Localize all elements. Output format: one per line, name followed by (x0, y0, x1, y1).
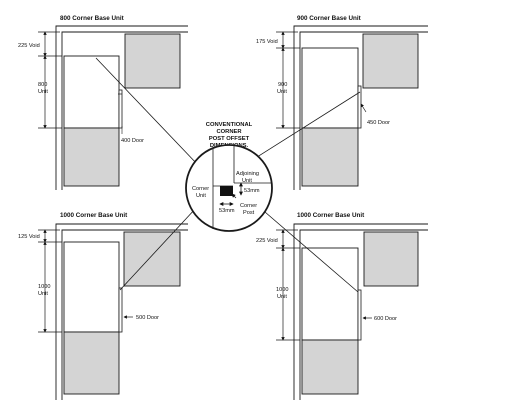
corner-unit-body (63, 55, 120, 129)
door (118, 89, 123, 129)
adjoining-unit (124, 33, 181, 89)
corner-unit-body (301, 247, 359, 341)
dimension-lines (276, 229, 372, 341)
wall-inner (299, 31, 428, 190)
wall-outline (55, 223, 188, 400)
corner-unit-shaded (63, 127, 120, 187)
adjoining-unit (362, 33, 419, 89)
panel-title: 800 Corner Base Unit (60, 15, 125, 22)
door-label: 600 Door (374, 316, 397, 322)
corner-post-label-1: Corner (240, 203, 257, 209)
unit-label-text: Unit (38, 291, 48, 297)
door-label: 450 Door (367, 120, 390, 126)
corner-unit-body (63, 241, 120, 333)
offset-vertical-label: 53mm (244, 188, 260, 194)
connector-lines (95, 57, 361, 293)
unit-label-text: Unit (38, 89, 48, 95)
void-label: 175 Void (256, 39, 278, 45)
wall-inner (61, 31, 188, 190)
corner-unit-body (301, 47, 359, 129)
adjoining-unit-label-2: Unit (242, 178, 252, 184)
panel-900-corner-base-unit: 900 Corner Base Unit 175 Void 900 Unit 4… (256, 15, 428, 190)
wall-outline (293, 223, 428, 400)
void-label: 225 Void (256, 238, 278, 244)
panel-title: 1000 Corner Base Unit (60, 212, 128, 219)
detail-heading-line-1: CONVENTIONAL (206, 122, 253, 128)
corner-unit-shaded (63, 331, 120, 395)
wall-outline (55, 25, 188, 190)
adjoining-unit (363, 231, 419, 287)
corner-post-offset-detail: CONVENTIONAL CORNER POST OFFSET DIMENSIO… (185, 122, 273, 232)
door-label: 400 Door (121, 138, 144, 144)
dimension-lines (38, 31, 122, 129)
corner-unit-shaded (301, 127, 359, 187)
corner-post-label-2: Post (243, 210, 255, 216)
wall-outline (293, 25, 428, 190)
panel-title: 1000 Corner Base Unit (297, 212, 365, 219)
door (118, 287, 123, 333)
panel-title: 900 Corner Base Unit (297, 15, 362, 22)
panel-1000-corner-base-unit-left: 1000 Corner Base Unit 125 Void 1000 Unit… (18, 212, 188, 400)
adjoining-unit-label-1: Adjoining (236, 171, 259, 177)
detail-heading-line-2: CORNER (216, 129, 242, 135)
offset-horizontal-label: 53mm (219, 208, 235, 214)
unit-label-value: 900 (278, 82, 287, 88)
wall-inner (299, 229, 428, 400)
door (357, 289, 362, 341)
dimension-lines (276, 31, 367, 129)
detail-heading-line-3: POST OFFSET (209, 136, 250, 142)
wall-inner (61, 229, 188, 400)
corner-post (220, 186, 233, 196)
void-label: 125 Void (18, 234, 40, 240)
panel-800-corner-base-unit: 800 Corner Base Unit 225 Void 800 Unit 4… (18, 15, 188, 190)
dimension-lines (38, 229, 133, 333)
unit-label-value: 1000 (276, 287, 288, 293)
corner-unit-label-2: Unit (196, 193, 206, 199)
unit-label-text: Unit (277, 89, 287, 95)
unit-label-value: 800 (38, 82, 47, 88)
corner-unit-shaded (301, 339, 359, 395)
adjoining-unit (123, 231, 181, 287)
corner-unit-label-1: Corner (192, 186, 209, 192)
unit-label-value: 1000 (38, 284, 50, 290)
void-label: 225 Void (18, 43, 40, 49)
unit-label-text: Unit (277, 294, 287, 300)
panel-1000-corner-base-unit-right: 1000 Corner Base Unit 225 Void 1000 Unit… (256, 212, 428, 400)
door-label: 500 Door (136, 315, 159, 321)
